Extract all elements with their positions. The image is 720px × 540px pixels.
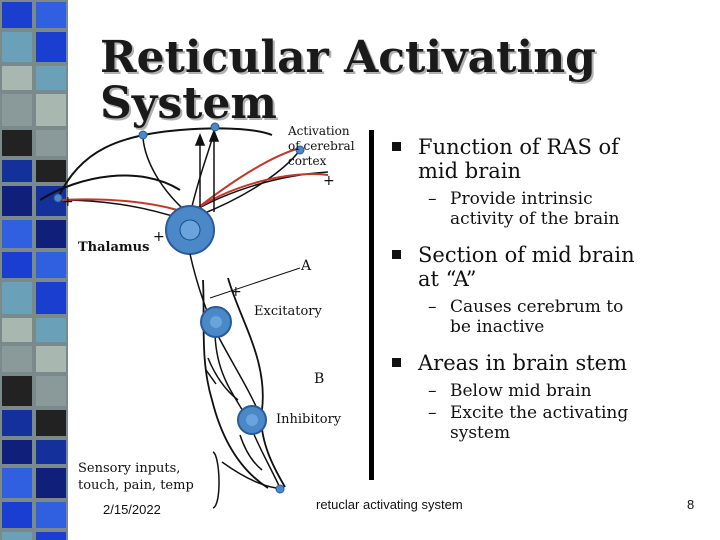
inhibitory-label: Inhibitory [276, 412, 342, 427]
stripe-block [2, 186, 32, 216]
stripe-block [2, 532, 32, 540]
stripe-block [36, 2, 66, 28]
vertical-divider [369, 130, 374, 480]
stripe-block [2, 282, 32, 314]
section-b-label: B [314, 371, 325, 387]
inhibitory-neuron [237, 405, 267, 435]
plus-left: + [62, 194, 74, 210]
cortex-arc-lower [39, 174, 181, 201]
stripe-block [36, 532, 66, 540]
stripe-block [36, 252, 66, 278]
section-a-label: A [301, 258, 312, 274]
stripe-block [2, 32, 32, 62]
red-projection-3 [194, 147, 301, 211]
excitatory-label: Excitatory [254, 304, 322, 319]
stripe-block [2, 2, 32, 28]
projection-4 [59, 199, 186, 221]
stripe-block [36, 346, 66, 372]
projection-5 [199, 149, 301, 216]
sub-bullet-below: – Below mid brain [428, 381, 592, 401]
thalamus-label: Thalamus [78, 240, 150, 255]
cortex-label: Activation of cerebral cortex [288, 124, 355, 168]
stripe-block [36, 94, 66, 126]
stripe-block [36, 66, 66, 90]
sensory-neuron [275, 484, 285, 494]
red-projection-2 [61, 198, 191, 215]
slide-title: Reticular Activating System [100, 32, 596, 129]
footer-page-number: 8 [687, 497, 695, 512]
section-a-line [209, 267, 301, 299]
thalamus-neuron [165, 205, 215, 255]
stripe-block [2, 502, 32, 528]
midbrain-neuron [200, 306, 232, 338]
stripe-block [36, 220, 66, 248]
bullet-section: Section of mid brain at “A” [392, 243, 712, 291]
sensory-label: Sensory inputs, touch, pain, temp [78, 461, 194, 493]
stripe-block [2, 160, 32, 182]
decorative-stripe [0, 0, 68, 540]
stripe-block [36, 282, 66, 314]
stripe-block [2, 66, 32, 90]
stripe-block [2, 376, 32, 406]
stripe-block [2, 252, 32, 278]
stripe-block [36, 160, 66, 182]
plus-cortex: + [323, 173, 335, 189]
stripe-block [36, 376, 66, 406]
projection-3 [191, 171, 329, 213]
stripe-block [2, 318, 32, 342]
bullet-square-icon [392, 142, 401, 151]
stripe-block [36, 410, 66, 436]
stripe-block [2, 220, 32, 248]
stripe-block [2, 130, 32, 156]
sub-bullet-provide: – Provide intrinsic activity of the brai… [428, 189, 620, 229]
stripe-block [2, 468, 32, 498]
footer-date: 2/15/2022 [103, 502, 161, 517]
plus-thalamus: + [153, 229, 165, 245]
bullet-areas: Areas in brain stem [392, 351, 712, 375]
stripe-block [36, 130, 66, 156]
bullet-square-icon [392, 250, 401, 259]
stripe-block [2, 410, 32, 436]
bullet-square-icon [392, 358, 401, 367]
stripe-block [2, 94, 32, 126]
stripe-block [2, 346, 32, 372]
stripe-block [36, 32, 66, 62]
sub-bullet-excite: – Excite the activating system [428, 403, 629, 443]
stripe-block [2, 440, 32, 464]
plus-midbrain: + [230, 284, 242, 300]
stripe-block [36, 440, 66, 464]
cortex-arc-upper [57, 127, 273, 199]
stripe-block [36, 502, 66, 528]
sub-bullet-causes: – Causes cerebrum to be inactive [428, 297, 624, 337]
stripe-block [36, 318, 66, 342]
red-projection-1 [191, 173, 329, 213]
footer-caption: retuclar activating system [316, 497, 463, 512]
bullet-list: Function of RAS of mid brain – Provide i… [392, 135, 712, 447]
bullet-function: Function of RAS of mid brain [392, 135, 712, 183]
bracket [212, 451, 220, 509]
stripe-block [36, 468, 66, 498]
